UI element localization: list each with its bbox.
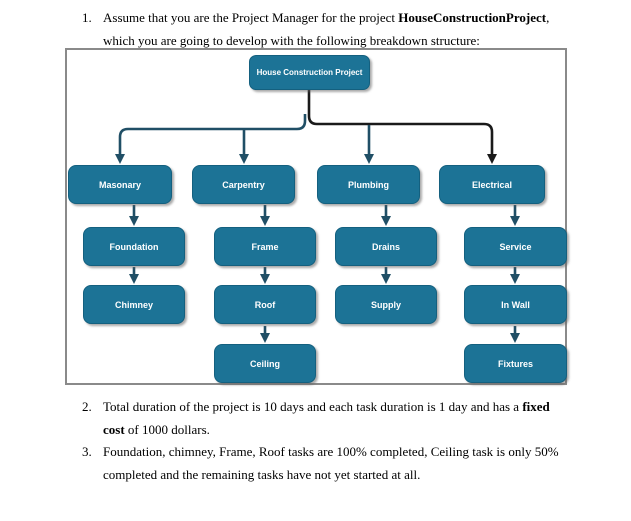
arrowhead-service [510,216,520,226]
arrowhead-chimney [129,274,139,284]
arrowhead-frame [260,216,270,226]
arrowhead-foundation [129,216,139,226]
item2-text-pre: Total duration of the project is 10 days… [103,399,523,414]
item2-text-post: of 1000 dollars. [124,422,210,437]
item1-line2: which you are going to develop with the … [103,33,480,48]
arrowhead-drains [381,216,391,226]
connector-root-electrical [307,90,494,155]
instruction-item-2: 2. Total duration of the project is 10 da… [82,395,587,441]
wbs-diagram: House Construction Project Masonary Carp… [65,48,567,385]
item2-line1: 2. Total duration of the project is 10 da… [82,395,587,418]
connector-root-masonary [118,114,307,155]
node-drains: Drains [335,227,437,266]
arrowhead-supply [381,274,391,284]
item2-text-bold1: fixed [522,399,550,414]
arrowhead-roof [260,274,270,284]
arrowhead-ceiling [260,333,270,343]
arrowhead-inwall [510,274,520,284]
item1-text-post: , [546,10,550,25]
item1-text-pre: Assume that you are the Project Manager … [103,10,399,25]
arrowhead-fixtures [510,333,520,343]
node-frame: Frame [214,227,316,266]
node-fixtures: Fixtures [464,344,567,383]
item1-number: 1. [82,10,92,25]
connector-lines [115,90,520,343]
item3-line2: completed and the remaining tasks have n… [103,467,421,482]
node-masonary: Masonary [68,165,172,204]
arrowhead-carpentry [239,154,249,164]
node-inwall: In Wall [464,285,567,324]
item3-number: 3. [82,444,92,459]
item1-text-bold: HouseConstructionProject [398,10,547,25]
item2-text-bold2: cost [103,422,125,437]
item2-number: 2. [82,399,92,414]
node-chimney: Chimney [83,285,185,324]
node-ceiling: Ceiling [214,344,316,383]
arrowhead-plumbing [364,154,374,164]
node-electrical: Electrical [439,165,545,204]
node-carpentry: Carpentry [192,165,295,204]
node-service: Service [464,227,567,266]
item1-line1: 1. Assume that you are the Project Manage… [82,6,587,29]
node-supply: Supply [335,285,437,324]
arrowhead-electrical [487,154,497,164]
instruction-item-1: 1. Assume that you are the Project Manage… [82,6,587,52]
node-plumbing: Plumbing [317,165,420,204]
node-roof: Roof [214,285,316,324]
node-foundation: Foundation [83,227,185,266]
item3-line1: 3. Foundation, chimney, Frame, Roof tasks… [82,440,587,463]
node-house-construction-project: House Construction Project [249,55,370,90]
instruction-item-3: 3. Foundation, chimney, Frame, Roof tasks… [82,440,587,486]
arrowhead-masonary [115,154,125,164]
item3-text-line1: Foundation, chimney, Frame, Roof tasks a… [103,444,559,459]
item2-line2: cost of 1000 dollars. [82,418,587,441]
